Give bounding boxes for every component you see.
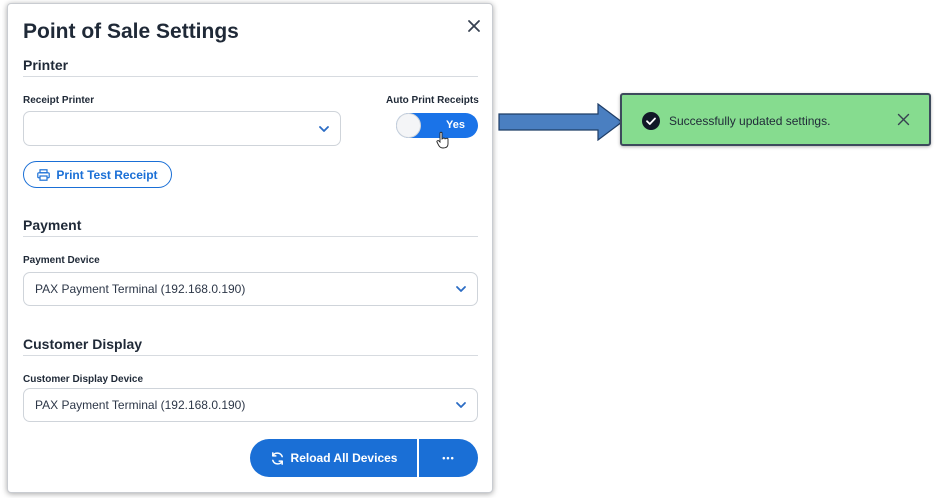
check-circle-icon [642, 112, 660, 130]
reload-all-devices-label: Reload All Devices [290, 451, 398, 465]
receipt-printer-label: Receipt Printer [23, 95, 95, 106]
print-test-receipt-label: Print Test Receipt [56, 167, 158, 182]
customer-display-device-select[interactable]: PAX Payment Terminal (192.168.0.190) [23, 388, 478, 422]
print-test-receipt-button[interactable]: Print Test Receipt [23, 161, 172, 188]
ellipsis-icon: ••• [442, 453, 455, 463]
printer-section-heading: Printer [23, 57, 69, 73]
chevron-down-icon [456, 286, 466, 292]
toggle-state-label: Yes [446, 119, 465, 131]
chevron-down-icon [456, 402, 466, 408]
close-icon[interactable] [464, 16, 484, 36]
more-options-button[interactable]: ••• [419, 439, 478, 477]
pos-settings-modal: Point of Sale Settings Printer Receipt P… [7, 3, 493, 493]
customer-display-section-heading: Customer Display [23, 336, 143, 352]
customer-display-device-value: PAX Payment Terminal (192.168.0.190) [35, 398, 246, 412]
divider [23, 355, 478, 356]
annotation-arrow-icon [498, 103, 623, 141]
chevron-down-icon [319, 125, 329, 132]
reload-all-devices-button[interactable]: Reload All Devices [250, 439, 417, 477]
auto-print-toggle[interactable]: Yes [396, 113, 478, 138]
payment-device-value: PAX Payment Terminal (192.168.0.190) [35, 282, 246, 296]
toggle-knob [396, 113, 421, 138]
modal-title: Point of Sale Settings [23, 20, 239, 43]
close-icon[interactable] [897, 113, 910, 126]
printer-icon [37, 168, 51, 181]
success-toast: Successfully updated settings. [620, 93, 931, 146]
receipt-printer-select[interactable] [23, 111, 341, 146]
hand-cursor-icon [436, 131, 449, 149]
refresh-icon [271, 451, 283, 465]
payment-device-select[interactable]: PAX Payment Terminal (192.168.0.190) [23, 272, 478, 306]
payment-device-label: Payment Device [23, 255, 100, 266]
action-button-group: Reload All Devices ••• [250, 439, 478, 477]
customer-display-device-label: Customer Display Device [23, 374, 144, 385]
divider [23, 236, 478, 237]
payment-section-heading: Payment [23, 217, 82, 233]
divider [23, 76, 478, 77]
toast-message: Successfully updated settings. [669, 114, 831, 128]
auto-print-label: Auto Print Receipts [386, 95, 479, 106]
